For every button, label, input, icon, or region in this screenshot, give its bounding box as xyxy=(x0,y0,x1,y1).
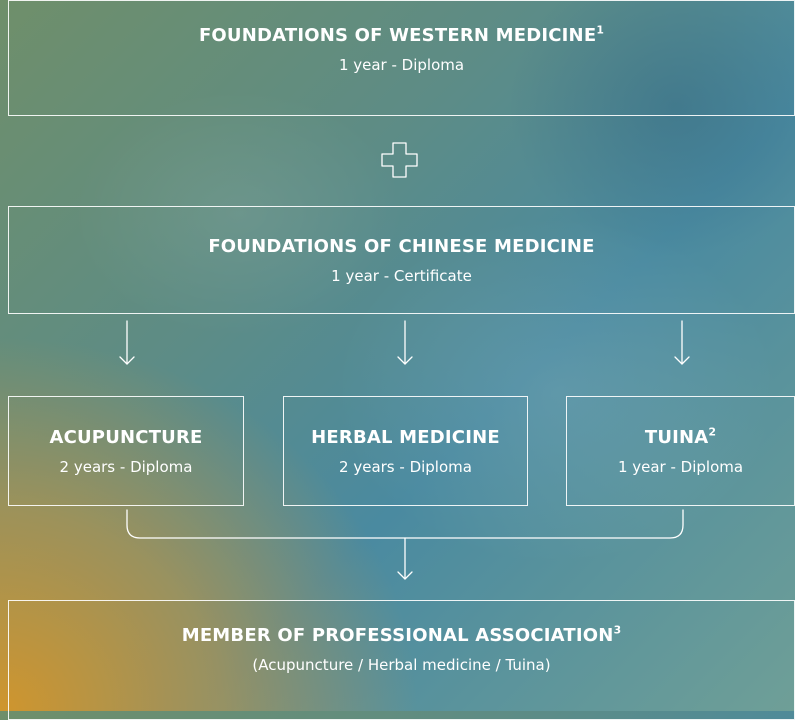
tuina-box: TUINA2 1 year - Diploma xyxy=(566,396,795,506)
acupuncture-duration: 2 years - Diploma xyxy=(59,457,193,476)
tuina-duration: 1 year - Diploma xyxy=(617,457,744,476)
herbal-medicine-box: HERBAL MEDICINE 2 years - Diploma xyxy=(283,396,528,506)
acupuncture-title: ACUPUNCTURE xyxy=(49,426,203,448)
chinese-medicine-box: FOUNDATIONS OF CHINESE MEDICINE 1 year -… xyxy=(8,206,795,314)
acupuncture-box: ACUPUNCTURE 2 years - Diploma xyxy=(8,396,244,506)
footnote-2: 2 xyxy=(708,424,717,438)
chinese-medicine-title: FOUNDATIONS OF CHINESE MEDICINE xyxy=(208,235,595,257)
footnote-3: 3 xyxy=(613,623,622,637)
western-medicine-box: FOUNDATIONS OF WESTERN MEDICINE1 1 year … xyxy=(8,0,795,116)
professional-association-box: MEMBER OF PROFESSIONAL ASSOCIATION3 (Acu… xyxy=(8,600,795,720)
tuina-title: TUINA2 xyxy=(644,424,717,448)
herbal-medicine-duration: 2 years - Diploma xyxy=(339,457,472,476)
western-medicine-duration: 1 year - Diploma xyxy=(338,56,465,74)
herbal-medicine-title: HERBAL MEDICINE xyxy=(311,426,500,448)
western-medicine-title: FOUNDATIONS OF WESTERN MEDICINE1 xyxy=(198,23,605,46)
chinese-medicine-duration: 1 year - Certificate xyxy=(331,266,472,285)
footnote-1: 1 xyxy=(596,23,605,37)
professional-association-specialties: (Acupuncture / Herbal medicine / Tuina) xyxy=(252,656,551,674)
professional-association-title: MEMBER OF PROFESSIONAL ASSOCIATION3 xyxy=(181,623,622,646)
